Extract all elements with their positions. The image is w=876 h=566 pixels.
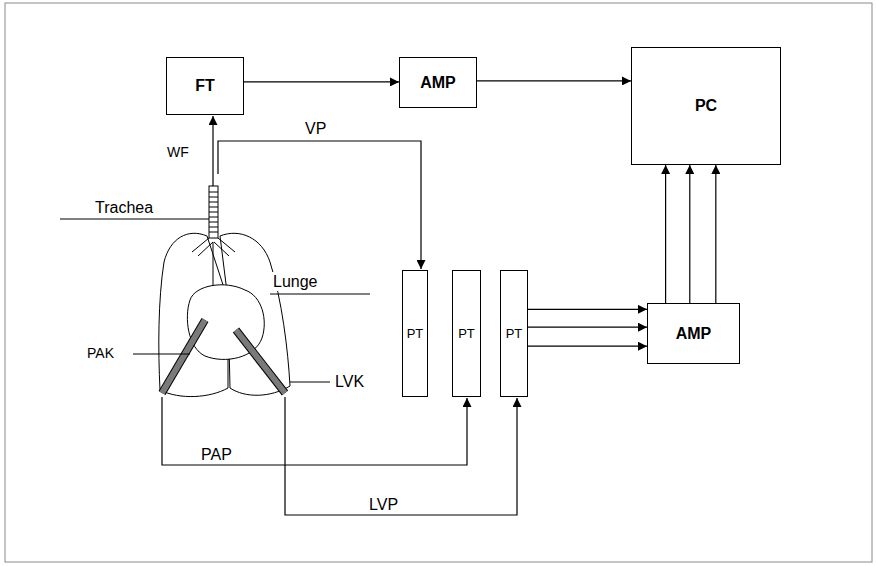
trachea-rings [209, 192, 218, 232]
process-box: AMP [399, 57, 477, 108]
part-label: PAK [86, 345, 115, 362]
leader-line [60, 219, 209, 220]
pressure-line [162, 397, 467, 465]
box-label: AMP [420, 73, 456, 92]
box-label: AMP [676, 324, 712, 343]
signal-arrow [528, 327, 647, 328]
frame [5, 3, 872, 562]
trachea [209, 186, 218, 238]
leader-line [133, 354, 190, 355]
process-box: PC [631, 47, 781, 165]
part-label: Lunge [272, 272, 319, 291]
part-label: PAP [200, 445, 233, 464]
part-label: WF [166, 144, 190, 161]
flow-line [212, 116, 213, 186]
box-label: PT [407, 326, 424, 342]
lv-catheter [236, 330, 285, 393]
process-box: PT [500, 270, 528, 397]
box-label: FT [195, 76, 215, 95]
part-label: VP [304, 119, 327, 138]
part-label: LVK [334, 372, 365, 391]
pressure-line [285, 397, 517, 515]
pa-catheter-outline [162, 320, 205, 393]
part-label: Trachea [94, 198, 154, 217]
process-box: PT [452, 270, 481, 397]
leader-line [270, 294, 370, 295]
signal-arrow [528, 309, 647, 310]
leader-line [290, 382, 330, 383]
process-box: PT [402, 270, 428, 397]
signal-arrow [477, 80, 631, 81]
signal-arrow [244, 81, 399, 82]
signal-arrow [689, 165, 690, 303]
part-label: LVP [368, 495, 399, 514]
box-label: PC [695, 96, 717, 115]
process-box: FT [166, 57, 244, 115]
pressure-line [218, 141, 421, 269]
box-label: PT [506, 326, 523, 342]
signal-arrow [528, 346, 647, 347]
signal-arrow [715, 165, 716, 303]
process-box: AMP [647, 303, 740, 364]
pa-catheter [162, 320, 205, 393]
box-label: PT [458, 326, 475, 342]
lv-catheter-outline [236, 330, 285, 393]
signal-arrow [665, 165, 666, 303]
